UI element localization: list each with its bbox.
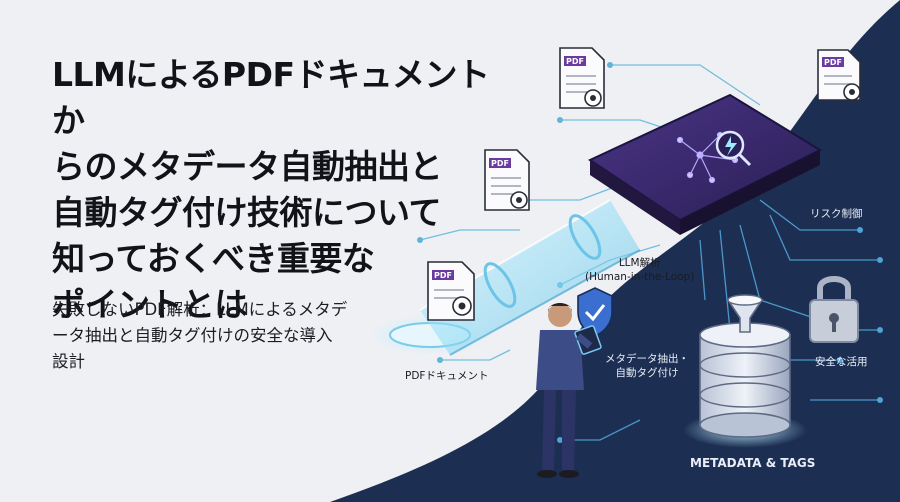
svg-text:PDF: PDF (824, 58, 842, 67)
headline-line: 自動タグ付け技術について (52, 193, 442, 232)
pdf-document-icon: PDF (484, 149, 530, 211)
label-metadata-extract-line2: 自動タグ付け (615, 367, 679, 379)
pdf-document-icon: PDF (559, 47, 605, 109)
data-pipeline-tube (419, 199, 641, 356)
headline-line: らのメタデータ自動抽出と (52, 147, 443, 186)
label-risk-control: リスク制御 (810, 208, 863, 220)
pdf-document-icon: PDF (427, 261, 475, 321)
subheadline-line: ータ抽出と自動タグ付けの安全な導入 (52, 326, 333, 345)
headline-line: LLMによるPDFドキュメントか (52, 55, 490, 140)
svg-text:PDF: PDF (434, 271, 452, 280)
headline: LLMによるPDFドキュメントか らのメタデータ自動抽出と 自動タグ付け技術につ… (52, 52, 492, 328)
label-metadata-extract: メタデータ抽出・ 自動タグ付け (605, 352, 689, 380)
llm-processor-chip (587, 93, 823, 235)
subheadline: 失敗しないPDF解析：LLMによるメタデ ータ抽出と自動タグ付けの安全な導入 設… (52, 297, 402, 375)
svg-text:PDF: PDF (566, 57, 584, 66)
label-llm-analysis: LLM解析 (Human-in-the-Loop) (585, 256, 694, 284)
pdf-document-icon: PDF (817, 49, 861, 101)
person-with-tablet-illustration (536, 303, 602, 478)
svg-text:PDF: PDF (491, 159, 509, 168)
label-llm-analysis-line2: (Human-in-the-Loop) (585, 271, 695, 283)
label-metadata-tags: METADATA & TAGS (690, 456, 816, 470)
padlock-icon (809, 276, 859, 343)
label-llm-analysis-line1: LLM解析 (618, 257, 661, 269)
headline-line: ポイントとは (52, 285, 248, 324)
subheadline-line: 失敗しないPDF解析：LLMによるメタデ (52, 300, 348, 319)
shield-check-icon (577, 287, 613, 337)
label-pdf-document: PDFドキュメント (405, 370, 489, 382)
headline-line: 知っておくべき重要な (52, 239, 375, 278)
subheadline-line: 設計 (52, 352, 85, 371)
label-safe-use: 安全な活用 (815, 356, 868, 368)
label-metadata-extract-line1: メタデータ抽出・ (605, 353, 689, 365)
metadata-database-icon (683, 294, 807, 448)
